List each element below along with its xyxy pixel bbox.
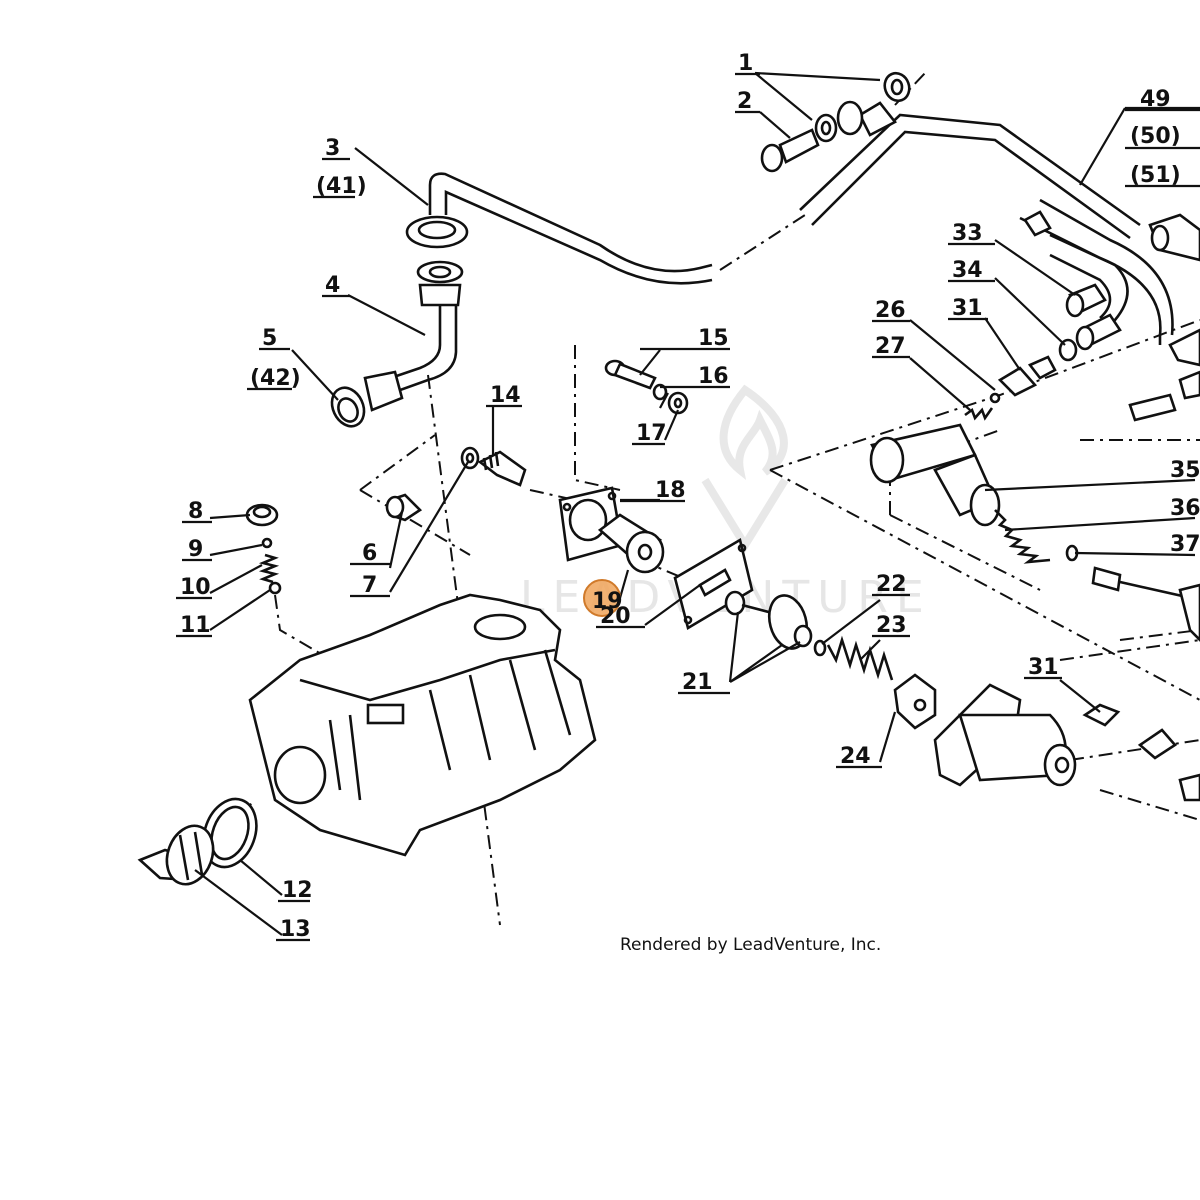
label-26[interactable]: 26 [875, 298, 906, 323]
label-51[interactable]: (51) [1130, 163, 1181, 188]
label-2[interactable]: 2 [737, 89, 752, 114]
washer-1 [814, 113, 838, 143]
label-10[interactable]: 10 [180, 575, 211, 600]
bolt-15 [604, 359, 657, 390]
label-50[interactable]: (50) [1130, 124, 1181, 149]
gasket-20 [673, 537, 754, 631]
banjo-bolt-2 [760, 128, 820, 173]
spring-10 [258, 553, 280, 584]
spring-23 [826, 635, 894, 681]
label-9[interactable]: 9 [188, 537, 203, 562]
label-15[interactable]: 15 [698, 326, 729, 351]
credit-text: Rendered by LeadVenture, Inc. [620, 935, 881, 955]
label-8[interactable]: 8 [188, 499, 203, 524]
pump-body [248, 593, 597, 857]
fuel-line-3 [428, 172, 713, 285]
label-37[interactable]: 37 [1170, 532, 1200, 557]
filter-bowl-3 [405, 215, 469, 307]
label-17[interactable]: 17 [636, 421, 667, 446]
label-underlines [176, 72, 1200, 942]
label-24[interactable]: 24 [840, 744, 871, 769]
diaphragm-21 [724, 590, 813, 650]
o-ring-12 [202, 797, 258, 869]
label-34[interactable]: 34 [952, 258, 983, 283]
return-line-33 [1049, 233, 1129, 337]
part-labels: 1 2 3 (41) 4 5 (42) 6 7 8 9 10 11 12 13 … [180, 51, 1200, 942]
label-27[interactable]: 27 [875, 334, 906, 359]
fitting-clamp [1023, 210, 1200, 262]
label-4[interactable]: 4 [325, 273, 340, 298]
ball-27 [989, 392, 1001, 404]
label-14[interactable]: 14 [490, 383, 521, 408]
label-11[interactable]: 11 [180, 613, 211, 638]
label-12[interactable]: 12 [282, 878, 313, 903]
plug-8 [245, 503, 279, 527]
ball-11 [268, 581, 282, 595]
label-19[interactable]: 19 [592, 589, 623, 614]
label-31-top[interactable]: 31 [952, 296, 983, 321]
label-22[interactable]: 22 [876, 572, 907, 597]
label-5[interactable]: 5 [262, 326, 277, 351]
label-36[interactable]: 36 [1170, 496, 1200, 521]
label-42[interactable]: (42) [250, 366, 301, 391]
washer-16 [652, 383, 668, 401]
label-21[interactable]: 21 [682, 670, 713, 695]
label-13[interactable]: 13 [280, 917, 311, 942]
bracket-35 [869, 423, 1001, 527]
cap-13 [137, 824, 215, 886]
nut-24 [893, 673, 937, 730]
spring-26 [964, 407, 994, 421]
banjo-fitting-1 [836, 71, 911, 137]
label-31-bottom[interactable]: 31 [1028, 655, 1059, 680]
label-18[interactable]: 18 [655, 478, 686, 503]
label-49[interactable]: 49 [1140, 87, 1171, 112]
washer-17 [667, 391, 689, 415]
fuel-line-49 [799, 113, 1174, 345]
fuel-line-4 [369, 300, 458, 400]
label-41[interactable]: (41) [316, 174, 367, 199]
label-23[interactable]: 23 [876, 613, 907, 638]
flame-logo-icon [701, 384, 789, 553]
fitting-5 [330, 370, 404, 428]
label-20[interactable]: 20 [600, 604, 631, 629]
solenoid [933, 683, 1077, 787]
bolt-6 [385, 493, 423, 522]
fitting-14 [477, 450, 527, 487]
label-3[interactable]: 3 [325, 136, 340, 161]
label-6[interactable]: 6 [362, 541, 377, 566]
fitting-33 [1065, 283, 1122, 351]
spring-36 [994, 509, 1051, 564]
right-edge-parts [1128, 328, 1200, 802]
label-33[interactable]: 33 [952, 221, 983, 246]
fitting-31 [997, 355, 1057, 397]
washer-9 [261, 537, 273, 549]
label-35[interactable]: 35 [1170, 458, 1200, 483]
label-7[interactable]: 7 [362, 573, 377, 598]
washer-7 [460, 446, 480, 470]
label-16[interactable]: 16 [698, 364, 729, 389]
leader-lines [194, 71, 1200, 936]
label-1[interactable]: 1 [738, 51, 753, 76]
plate-18 [558, 486, 624, 562]
highlight-marker[interactable] [583, 579, 621, 617]
piston-19 [597, 513, 665, 574]
